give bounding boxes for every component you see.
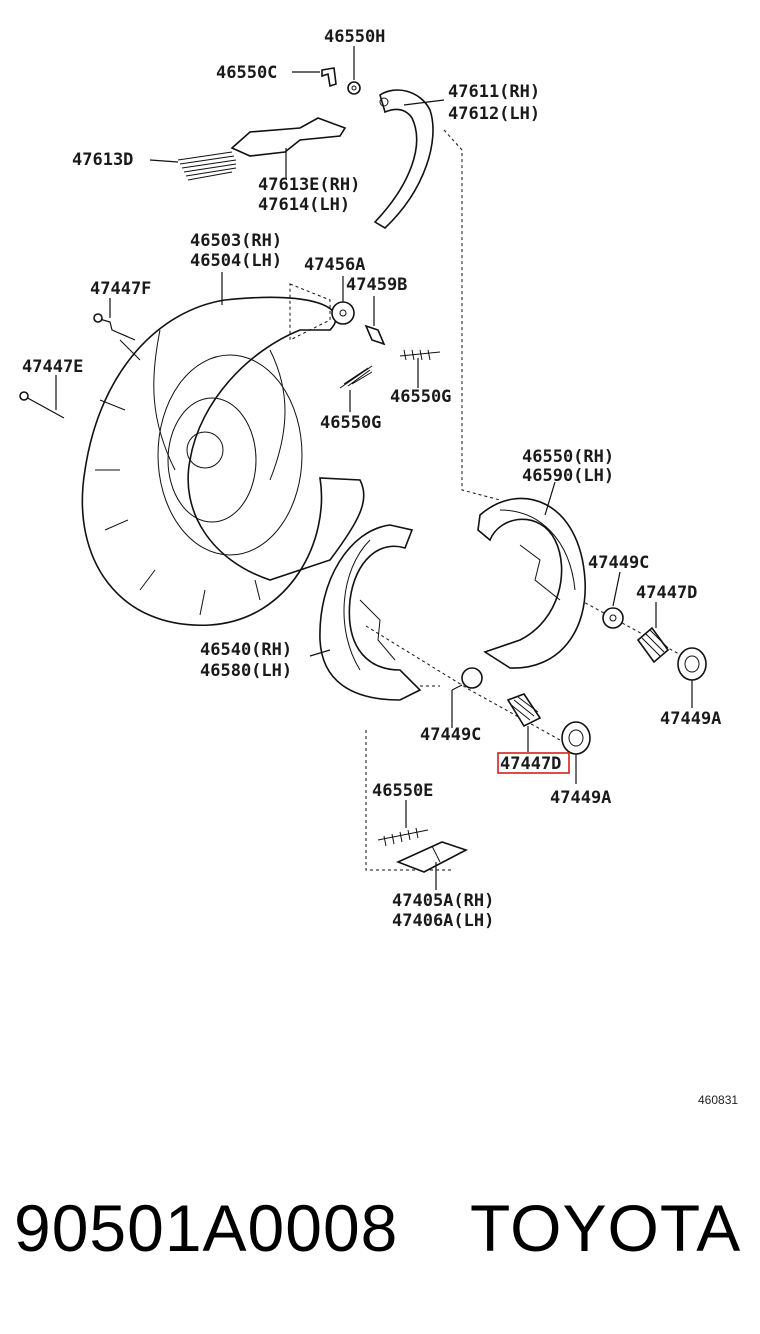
label-47449A-upper: 47449A bbox=[660, 709, 721, 729]
holddown-pin-c1-part bbox=[602, 571, 624, 629]
holddown-cup-a1-part bbox=[677, 647, 707, 708]
label-47449C-upper: 47449C bbox=[588, 553, 649, 573]
label-47447D-lower: 47447D bbox=[500, 754, 561, 774]
holddown-spring-d1-part bbox=[636, 602, 670, 664]
label-46590: 46590(LH) bbox=[522, 466, 614, 486]
label-47405A: 47405A(RH) bbox=[392, 891, 494, 911]
label-47447F: 47447F bbox=[90, 279, 151, 299]
label-47459B: 47459B bbox=[346, 275, 407, 295]
strut-spring-part bbox=[149, 151, 237, 181]
label-46580: 46580(LH) bbox=[200, 661, 292, 681]
spring-g1-part bbox=[339, 365, 373, 412]
label-46550: 46550(RH) bbox=[522, 447, 614, 467]
label-47612: 47612(LH) bbox=[448, 104, 540, 124]
label-47614: 47614(LH) bbox=[258, 195, 350, 215]
backing-plate-part bbox=[81, 272, 365, 626]
label-46550G-upper: 46550G bbox=[390, 387, 451, 407]
label-46504: 46504(LH) bbox=[190, 251, 282, 271]
diagram-ref-code: 460831 bbox=[698, 1093, 738, 1107]
holddown-pin-c2-part bbox=[451, 667, 483, 728]
label-47456A: 47456A bbox=[304, 255, 365, 275]
brake-shoe-rh-part bbox=[477, 481, 586, 669]
brake-shoe-lh-part bbox=[309, 524, 422, 701]
label-47447D-upper: 47447D bbox=[636, 583, 697, 603]
spring-e-part bbox=[377, 800, 429, 847]
label-47449A-lower: 47449A bbox=[550, 788, 611, 808]
footer: 90501A0008 TOYOTA bbox=[0, 1190, 760, 1280]
spring-g2-part bbox=[399, 349, 441, 388]
strut-part bbox=[230, 117, 347, 178]
label-46550E: 46550E bbox=[372, 781, 433, 801]
shoe-lever-part bbox=[373, 89, 445, 229]
holddown-spring-d2-part bbox=[506, 693, 542, 752]
clip-part bbox=[292, 67, 337, 88]
nut-part bbox=[347, 46, 361, 95]
label-46540: 46540(RH) bbox=[200, 640, 292, 660]
label-47449C-lower: 47449C bbox=[420, 725, 481, 745]
label-47613E: 47613E(RH) bbox=[258, 175, 360, 195]
label-46550C: 46550C bbox=[216, 63, 277, 83]
label-46550G-lower: 46550G bbox=[320, 413, 381, 433]
label-46550H: 46550H bbox=[324, 27, 385, 47]
washer-part bbox=[331, 276, 355, 325]
label-47447E: 47447E bbox=[22, 357, 83, 377]
label-47613D: 47613D bbox=[72, 150, 133, 170]
part-number: 90501A0008 bbox=[14, 1191, 399, 1265]
adjuster-part bbox=[395, 841, 469, 890]
label-47406A: 47406A(LH) bbox=[392, 911, 494, 931]
bolt-part bbox=[364, 296, 386, 346]
label-47611: 47611(RH) bbox=[448, 82, 540, 102]
parking-brake-exploded-diagram: 46550H 46550C 47611(RH) 47612(LH) 47613D… bbox=[19, 27, 738, 1107]
holddown-cup-a2-part bbox=[561, 721, 591, 784]
highlight-box bbox=[497, 752, 570, 774]
pin-e-part bbox=[19, 375, 65, 419]
brand-name: TOYOTA bbox=[470, 1191, 742, 1265]
pin-f-part bbox=[93, 298, 136, 341]
label-46503: 46503(RH) bbox=[190, 231, 282, 251]
